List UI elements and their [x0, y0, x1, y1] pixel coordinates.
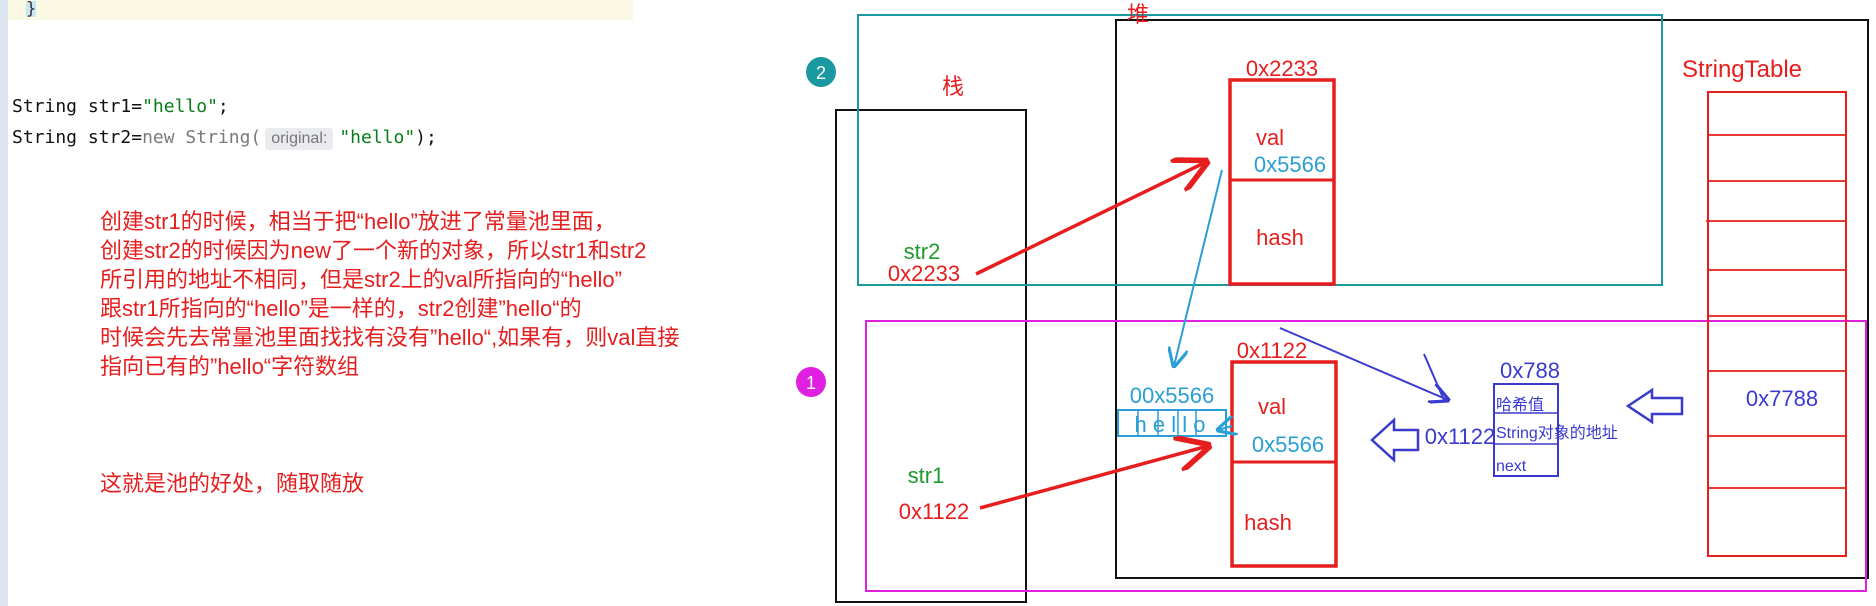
object-bottom-address: 0x1122	[1237, 338, 1308, 363]
str2-to-object-arrow	[975, 162, 1206, 276]
stack-label: 栈	[942, 74, 964, 99]
code-line-1: String str1="hello";	[12, 96, 229, 117]
entry-address: 0x788	[1500, 358, 1560, 383]
explanation-line: 跟str1所指向的“hello”是一样的，str2创建”hello“的	[100, 296, 582, 321]
object-top-box	[1228, 78, 1336, 286]
str1-name: str1	[908, 463, 945, 488]
explanation-line: 时候会先去常量池里面找找有没有”hello“,如果有，则val直接	[100, 325, 680, 350]
heap-region	[1115, 19, 1869, 579]
table-to-entry-hollow-arrow	[1625, 387, 1684, 425]
heap-label: 堆	[1127, 2, 1149, 27]
closing-brace: }	[26, 0, 37, 19]
entry-ref-label: String对象的地址	[1496, 424, 1618, 442]
code-decl: str2=	[77, 127, 143, 148]
code-string-literal: "hello"	[142, 96, 218, 117]
badge-1	[796, 367, 826, 397]
object-bottom-val-ref: 0x5566	[1252, 432, 1324, 457]
code-keyword-new: new	[142, 127, 175, 148]
string-table-title: StringTable	[1682, 56, 1802, 83]
code-type: String	[12, 96, 78, 117]
explanation-line: 创建str1的时候，相当于把“hello”放进了常量池里面，	[100, 209, 616, 234]
editor-gutter	[0, 0, 8, 606]
char-array-address: 00x5566	[1130, 383, 1214, 408]
top-val-to-char-array-arrow	[1174, 169, 1223, 366]
code-type: String	[12, 127, 78, 148]
code-constructor: String(	[174, 127, 262, 148]
code-string-literal: "hello"	[339, 127, 416, 148]
entry-object-ref: 0x1122	[1425, 424, 1496, 449]
object-top-val-field: val	[1256, 125, 1284, 150]
str1-address: 0x1122	[899, 499, 970, 524]
badge-1-label: 1	[806, 373, 816, 393]
entry-box	[1493, 383, 1559, 477]
object-top-val-ref: 0x5566	[1254, 152, 1326, 177]
badge-2	[806, 57, 836, 87]
entry-to-object-hollow-arrow	[1370, 417, 1420, 463]
string-table-slot-address: 0x7788	[1746, 386, 1818, 411]
code-end: );	[415, 127, 437, 148]
object-bottom-box	[1230, 360, 1338, 568]
object-bottom-hash-field: hash	[1244, 510, 1292, 535]
stack-region	[835, 109, 1027, 603]
explanation-line: 创建str2的时候因为new了一个新的对象，所以str1和str2	[100, 238, 647, 263]
parameter-hint: original:	[265, 128, 334, 150]
explanation-text: 创建str1的时候，相当于把“hello”放进了常量池里面， 创建str2的时候…	[100, 207, 800, 381]
object-bottom-val-field: val	[1258, 394, 1286, 419]
badge-2-label: 2	[816, 63, 826, 83]
object-top-hash-field: hash	[1256, 225, 1304, 250]
editor-previous-line	[8, 0, 633, 20]
char-array-chars: h e l l o	[1135, 412, 1206, 437]
explanation-line: 所引用的地址不相同，但是str2上的val所指向的“hello”	[100, 267, 622, 292]
explanation-line: 指向已有的”hello“字符数组	[100, 354, 360, 379]
entry-hash-label: 哈希值	[1496, 396, 1544, 414]
object-to-entry-arrow	[1279, 327, 1448, 400]
str2-name: str2	[904, 239, 941, 264]
str1-region	[865, 320, 1867, 592]
entry-next-label: next	[1496, 458, 1527, 475]
bottom-val-to-char-array-arrow	[1218, 426, 1232, 430]
str2-address: 0x2233	[888, 261, 960, 286]
code-decl: str1=	[77, 96, 143, 117]
string-table-box	[1707, 91, 1847, 557]
code-line-2: String str2=new String(original:"hello")…	[12, 127, 437, 150]
code-end: ;	[217, 96, 229, 117]
str1-to-object-arrow	[979, 446, 1208, 510]
pool-benefit-note: 这就是池的好处，随取随放	[100, 471, 365, 496]
object-top-address: 0x2233	[1246, 56, 1318, 81]
